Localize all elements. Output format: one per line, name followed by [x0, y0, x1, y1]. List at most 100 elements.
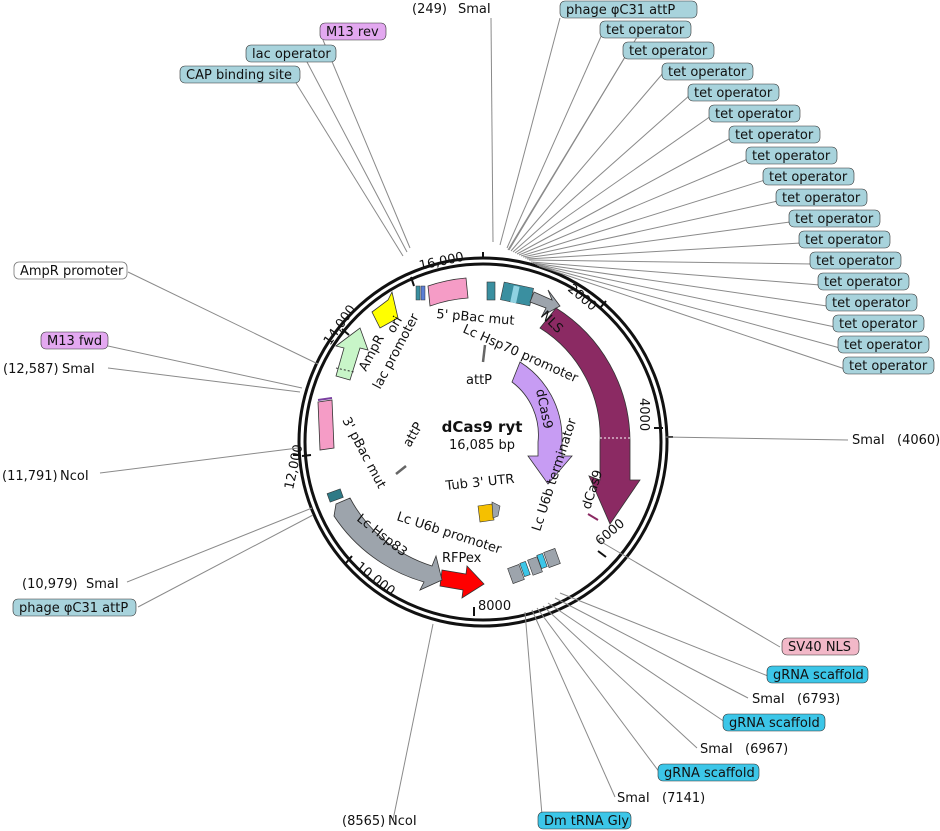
- feature-dcas9-outer: [539, 307, 641, 525]
- smai-10979-pos: (10,979): [22, 577, 78, 592]
- leader-attp-bottom: [137, 514, 314, 608]
- leader-tet-1: [506, 31, 604, 249]
- feature-lac-marker: [415, 285, 421, 301]
- feature-attp-top-marker: [486, 281, 496, 301]
- leader-smai-6967: [542, 605, 698, 749]
- ncoi-11791-name: NcoI: [60, 469, 89, 484]
- leader-tet-5: [514, 115, 712, 254]
- tet-op-box-5: [708, 104, 801, 123]
- tet-op-box-16: [837, 335, 930, 354]
- label-pbac3: 3' pBac mut: [338, 415, 388, 491]
- tet-op-box-14: [825, 293, 918, 312]
- tet-op-box-17: [842, 356, 935, 375]
- leader-lines: [99, 17, 849, 821]
- label-attp-inner-top: attP: [466, 373, 492, 388]
- tet-op-box-13: [817, 272, 910, 291]
- leader-m13-fwd: [107, 345, 303, 389]
- feature-ori: [371, 290, 399, 329]
- leader-lac-op: [306, 61, 408, 253]
- feature-ampr-arrow: [335, 327, 369, 381]
- tick-16000: [410, 276, 415, 287]
- label-tub: Tub 3' UTR: [444, 472, 515, 494]
- leader-ncoi-8565: [392, 623, 434, 821]
- leader-smai-7141: [531, 609, 616, 798]
- attp-bottom-box: [12, 598, 137, 617]
- feature-pbac5: [427, 277, 469, 307]
- attp-bottom-label: phage φC31 attP: [19, 601, 128, 616]
- tet-op-box-6: [728, 125, 821, 144]
- m13-fwd-box: [40, 331, 109, 350]
- leader-tet-3: [510, 71, 665, 252]
- tet-op-label-9: tet operator: [782, 191, 861, 206]
- cap-box: [179, 65, 301, 84]
- smai-12587-pos: (12,587): [3, 362, 59, 377]
- label-rfp: RFPex: [442, 551, 482, 566]
- sv40-box: [781, 637, 860, 656]
- feature-attp-inner-top-mark: [481, 344, 487, 363]
- leader-grna2: [547, 602, 726, 723]
- grna3-label: gRNA scaffold: [664, 766, 755, 781]
- backbone-inner-ring: [303, 262, 663, 622]
- tet-op-label-12: tet operator: [816, 254, 895, 269]
- leader-tet-12: [528, 259, 813, 265]
- ncoi-11791-pos: (11,791): [2, 469, 58, 484]
- feature-hsp83-arrow: [333, 497, 443, 591]
- sv40-label: SV40 NLS: [788, 640, 851, 655]
- tet-op-box-12: [809, 251, 902, 270]
- attp-top-box: [559, 0, 698, 19]
- m13-fwd-label: M13 fwd: [47, 334, 102, 349]
- ncoi-8565-pos: (8565): [342, 814, 385, 829]
- features: [317, 277, 641, 599]
- feature-nls-arrow: [529, 289, 561, 317]
- grna3-box: [657, 763, 760, 782]
- label-attp-inner-left: attP: [400, 420, 426, 450]
- feature-grna-cyan-1: [519, 561, 531, 577]
- m13-rev-label: M13 rev: [326, 25, 379, 40]
- plasmid-name: dCas9 ryt: [442, 418, 523, 436]
- tet-op-box-11: [798, 230, 891, 249]
- smai-4060-name: SmaI: [852, 433, 885, 448]
- tet-op-box-1: [599, 20, 692, 39]
- ruler-label-4000: 4000: [636, 398, 651, 431]
- m13-rev-box: [319, 22, 387, 41]
- leader-tet-15: [534, 263, 836, 328]
- cap-label: CAP binding site: [186, 68, 292, 83]
- leader-tet-8: [520, 179, 766, 257]
- trna-label: Dm tRNA Gly: [544, 814, 629, 829]
- smai-6967-pos: (6967): [745, 742, 788, 757]
- smai-7141-name: SmaI: [617, 791, 650, 806]
- ncoi-8565-name: NcoI: [388, 814, 417, 829]
- grna1-label: gRNA scaffold: [773, 668, 864, 683]
- tet-op-label-2: tet operator: [629, 44, 708, 59]
- feature-grna-gray-1: [507, 564, 525, 584]
- tet-op-box-3: [661, 62, 754, 81]
- tet-op-label-7: tet operator: [752, 149, 831, 164]
- smai-6793-name: SmaI: [752, 692, 785, 707]
- leader-tet-7: [518, 158, 749, 256]
- smai-249-name: SmaI: [458, 2, 491, 17]
- ampr-promoter-label: AmpR promoter: [20, 264, 124, 279]
- attp-top-label: phage φC31 attP: [566, 3, 675, 18]
- label-ori: ori: [384, 314, 405, 336]
- tet-op-label-13: tet operator: [824, 275, 903, 290]
- tet-op-label-1: tet operator: [606, 23, 685, 38]
- leader-tet-13: [530, 261, 821, 286]
- feature-pbac3: [317, 399, 335, 451]
- grna2-box: [722, 713, 826, 732]
- smai-6967-name: SmaI: [700, 742, 733, 757]
- leader-tet-2: [508, 51, 629, 251]
- leader-tet-9: [522, 200, 779, 258]
- leader-m13-rev: [322, 39, 411, 249]
- leader-sv40: [597, 539, 781, 648]
- tet-op-label-11: tet operator: [805, 233, 884, 248]
- leader-cap: [295, 82, 404, 257]
- grna1-box: [766, 665, 869, 684]
- feature-attp-inner-left-mark: [395, 465, 407, 475]
- label-pbac5: 5' pBac mut: [436, 307, 515, 329]
- tet-op-box-2: [622, 41, 715, 60]
- tet-operator-list: tet operator tet operator tet operator t…: [599, 20, 935, 375]
- tet-op-label-17: tet operator: [849, 359, 928, 374]
- leader-grna1: [559, 592, 769, 677]
